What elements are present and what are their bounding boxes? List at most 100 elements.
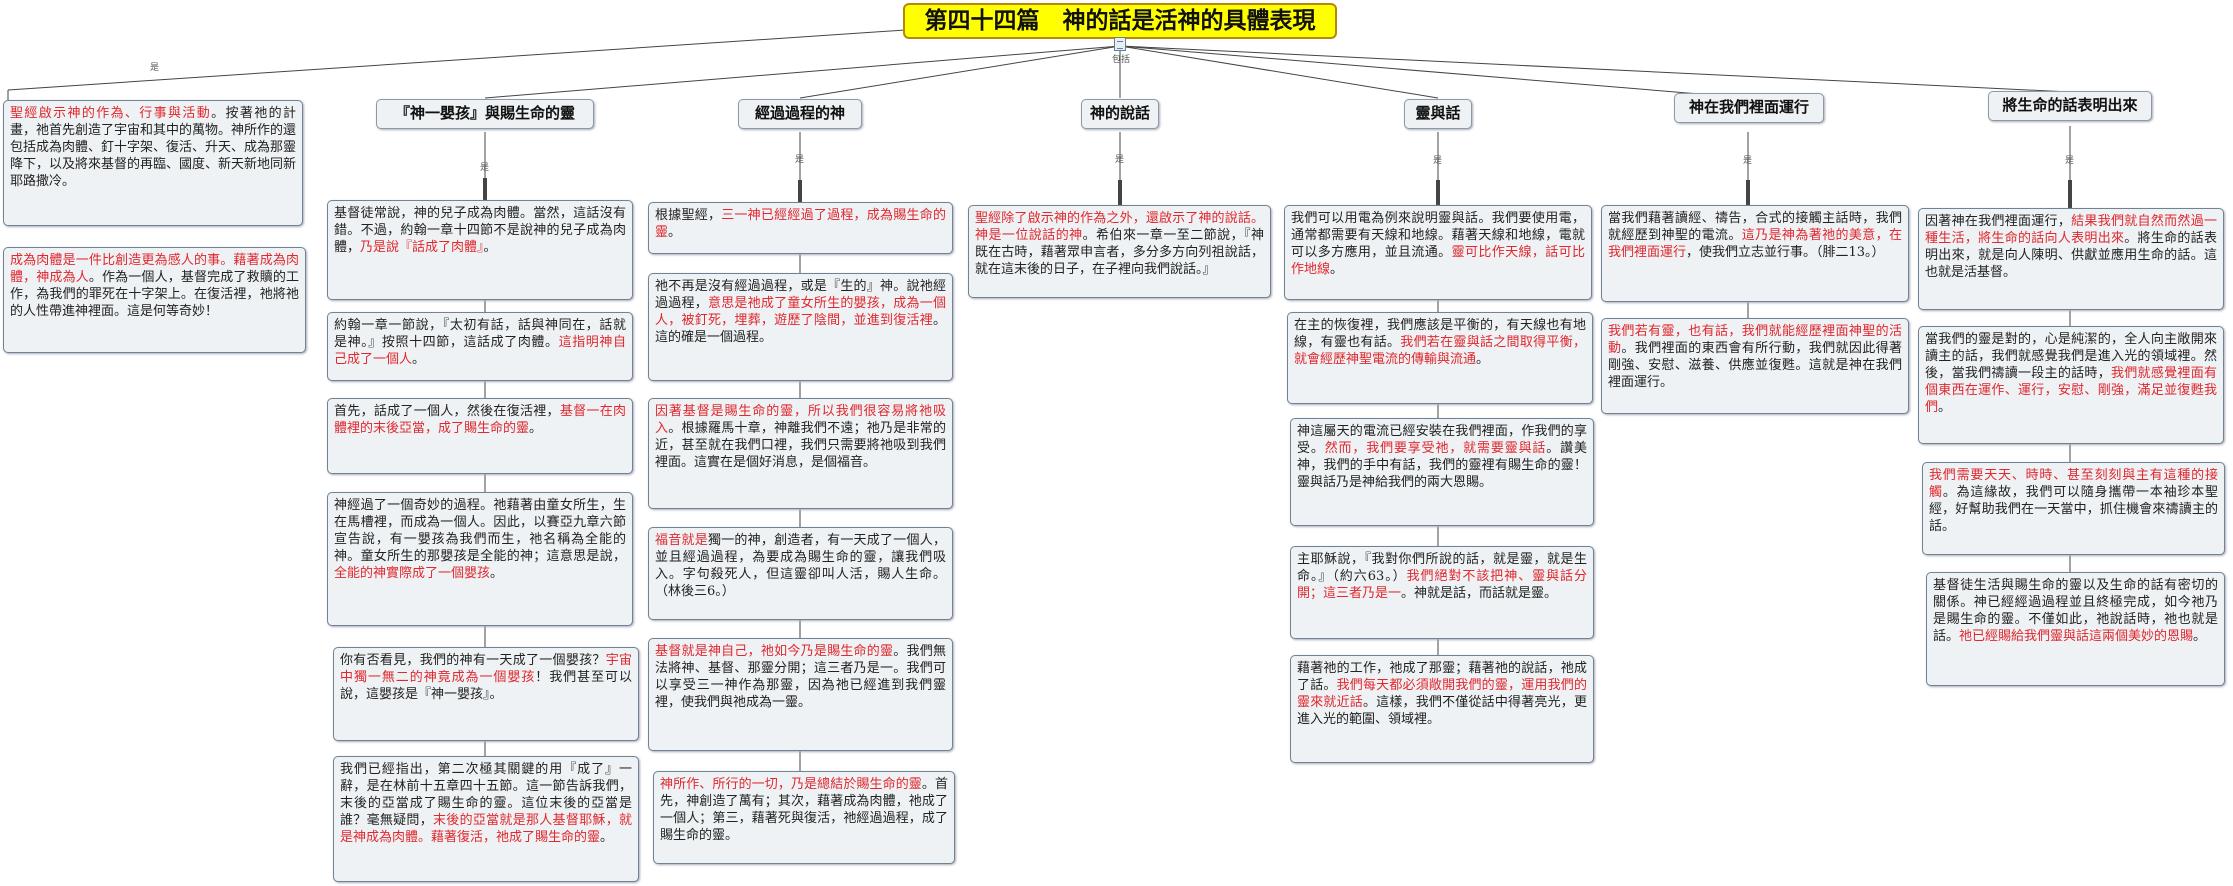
body-text: 。為這緣故，我們可以隨身攜帶一本袖珍本聖經，好幫助我們在一天當中，抓住機會來禱讀… [1929, 485, 2218, 534]
node-b4-heavenly-current: 神這屬天的電流已經安裝在我們裡面，作我們的享受。然而，我們要享受祂，就需要靈與話… [1290, 418, 1594, 526]
node-b1-life-giving-spirit: 首先，話成了一個人，然後在復活裡，基督一在肉體裡的末後亞當，成了賜生命的靈。 [327, 398, 633, 474]
highlight-text: 聖經除了啟示神的作為之外，還啟示了神的說話。神是一位說話的神 [975, 211, 1264, 243]
node-b2-triune-god-processed: 根據聖經，三一神已經經過了過程，成為賜生命的靈。 [648, 202, 953, 254]
body-text: 。 [483, 240, 497, 255]
body-text: 獨一的神，創造者，有一天成了一個人，並且經過過程，為要成為賜生命的靈，讓我們吸入… [655, 533, 946, 599]
highlight-text: 然而，我們要享受祂，就需要靈與話 [1324, 441, 1547, 456]
highlight-text: 三一神已經經過了過程，成為賜生命的靈 [655, 208, 946, 240]
branch-god-operating: 神在我們裡面運行 [1674, 93, 1824, 123]
node-left-acts-of-god: 聖經啟示神的作為、行事與活動。按著祂的計畫，祂首先創造了宇宙和其中的萬物。神所作… [3, 100, 303, 226]
yes-label-b2: 是 [795, 155, 805, 165]
body-text: 我們可以用電為例來說明靈與話。我們要使用電，通常都需要有天線和地線。藉著天線和地… [1291, 211, 1585, 260]
highlight-text: 我們若有靈，也有話，我們就能經歷裡面神聖的活動 [1608, 324, 1902, 356]
body-text: 首先，話成了一個人，然後在復活裡， [334, 404, 560, 419]
document-icon [1114, 37, 1126, 51]
node-b2-gospel: 福音就是獨一的神，創造者，有一天成了一個人，並且經過過程，為要成為賜生命的靈，讓… [648, 527, 953, 620]
diagram-title: 第四十四篇 神的話是活神的具體表現 [903, 3, 1337, 39]
body-text: 在主的恢復裡，我們應該是平衡的，有天線也有地線，有靈也有話。 [1294, 318, 1586, 350]
body-text: 。 [2193, 629, 2207, 644]
body-text: 。 [600, 830, 614, 845]
body-text: 。我們無法將神、基督、那靈分開；這三者乃是一。我們可以享受三一神作為那靈，因為祂… [655, 644, 946, 710]
node-b6-daily-contact: 我們需要天天、時時、甚至刻刻與主有這種的接觸。為這緣故，我們可以隨身攜帶一本袖珍… [1922, 462, 2225, 555]
node-b1-word-became-flesh: 基督徒常說，神的兒子成為肉體。當然，這話沒有錯。不過，約翰一章十四節不是說神的兒… [327, 200, 633, 300]
node-left-incarnation: 成為肉體是一件比創造更為感人的事。藉著成為肉體，神成為人。作為一個人，基督完成了… [3, 247, 306, 353]
node-b4-balance: 在主的恢復裡，我們應該是平衡的，有天線也有地線，有靈也有話。我們若在靈與話之間取… [1287, 312, 1593, 404]
body-text: 。 [668, 225, 682, 240]
body-text: 。這的確是一個過程。 [655, 313, 946, 345]
body-text: 。將生命的話表明出來，就是向人陳明、供獻並應用生命的話。這也就是活基督。 [1925, 231, 2217, 280]
body-text: 。作為一個人，基督完成了救贖的工作，為我們的罪死在十字架上。在復活裡，祂將祂的人… [10, 270, 299, 319]
yes-label-b1: 是 [480, 163, 490, 173]
branch-god-infant: 『神一嬰孩』與賜生命的靈 [376, 99, 594, 129]
highlight-text: 乃是說『話成了肉體』 [360, 240, 484, 255]
node-b6-live-christ: 因著神在我們裡面運行，結果我們就自然而然過一種生活，將生命的話向人表明出來。將生… [1918, 208, 2224, 310]
body-text: 因著神在我們裡面運行， [1925, 214, 2072, 229]
highlight-text: 聖經啟示神的作為、行事與活動 [10, 106, 212, 121]
body-text: 。根據羅馬十章，神離我們不遠；祂乃是非常的近，甚至就在我們口裡，我們只需要將祂吸… [655, 421, 946, 470]
body-text: 。讚美神，我們的手中有話，我們的靈裡有賜生命的靈！靈與話乃是神給我們的兩大恩賜。 [1297, 441, 1587, 490]
body-text: 。 [1476, 352, 1490, 367]
highlight-text: 末後的亞當就是那人基督耶穌，就是神成為肉體。藉著復活，祂成了賜生命的靈 [340, 813, 632, 845]
highlight-text: 我們就感覺裡面有個東西在運作、運行，安慰、剛強，滿足並復甦我們 [1925, 366, 2217, 415]
highlight-text: 祂已經賜給我們靈與話這兩個美妙的恩賜 [1959, 629, 2194, 644]
highlight-text: 基督就是神自己，祂如今乃是賜生命的靈 [655, 644, 894, 659]
branch-spirit-word: 靈與話 [1404, 99, 1472, 129]
body-text: 。神就是話，而話就是靈。 [1401, 586, 1558, 601]
highlight-text: 我們若在靈與話之間取得平衡，就會經歷神聖電流的傳輸與流通 [1294, 335, 1586, 367]
node-b3-speaking-god: 聖經除了啟示神的作為之外，還啟示了神的說話。神是一位說話的神。希伯來一章一至二節… [968, 205, 1271, 298]
body-text: 我們已經指出，第二次極其關鍵的用『成了』一辭，是在林前十五章四十五節。這一節告訴… [340, 762, 632, 828]
body-text: 。 [529, 421, 543, 436]
highlight-text: 我們需要天天、時時、甚至刻刻與主有這種的接觸 [1929, 468, 2218, 500]
body-text: 當我們藉著讀經、禱告，合式的接觸主話時，我們就經歷到神聖的電流。 [1608, 211, 1902, 243]
node-b4-electricity: 我們可以用電為例來說明靈與話。我們要使用電，通常都需要有天線和地線。藉著天線和地… [1284, 205, 1592, 300]
body-text: 。按著祂的計畫，祂首先創造了宇宙和其中的萬物。神所作的還包括成為肉體、釘十字架、… [10, 106, 297, 189]
body-text: 。希伯來一章一至二節說，『神既在古時，藉著眾申言者，多分多方向列祖說話，就在這末… [975, 228, 1264, 277]
node-b1-wonderful-process: 神經過了一個奇妙的過程。祂藉著由童女所生，生在馬槽裡，而成為一個人。因此，以賽亞… [327, 492, 633, 626]
node-b6-enter-light: 當我們的靈是對的，心是純潔的，全人向主敞開來讀主的話，我們就感覺我們是進入光的領… [1918, 326, 2224, 444]
body-text: ，使我們立志並行事。（腓二13。） [1686, 245, 1885, 260]
highlight-text: 靈可比作天線，話可比作地線 [1291, 245, 1585, 277]
yes-label-b4: 是 [1433, 156, 1443, 166]
branch-processed-god: 經過過程的神 [738, 99, 862, 129]
body-text: 。 [490, 566, 504, 581]
highlight-text: 我們絕對不該把神、靈與話分開；這三者乃是一 [1297, 569, 1587, 601]
node-b2-not-raw-god: 祂不再是沒有經過過程，或是『生的』神。說祂經過過程，意思是祂成了童女所生的嬰孩，… [648, 273, 953, 381]
highlight-text: 這乃是神為著祂的美意，在我們裡面運行 [1608, 228, 1902, 260]
body-text: 。 [1330, 262, 1344, 277]
highlight-text: 結果我們就自然而然過一種生活，將生命的話向人表明出來 [1925, 214, 2217, 246]
branch-hold-forth-word: 將生命的話表明出來 [1988, 91, 2152, 121]
node-b2-breathe-in: 因著基督是賜生命的靈，所以我們很容易將祂吸入。根據羅馬十章，神離我們不遠；祂乃是… [648, 398, 953, 509]
highlight-text: 成為肉體是一件比創造更為感人的事。藉著成為肉體，神成為人 [10, 253, 299, 285]
node-b1-in-the-beginning: 約翰一章一節說，『太初有話，話與神同在，話就是神。』按照十四節，這話成了肉體。這… [327, 312, 633, 381]
node-b5-divine-current: 當我們藉著讀經、禱告，合式的接觸主話時，我們就經歷到神聖的電流。這乃是神為著祂的… [1601, 205, 1909, 302]
highlight-text: 神所作、所行的一切，乃是總結於賜生命的靈 [660, 777, 922, 792]
body-text: 神經過了一個奇妙的過程。祂藉著由童女所生，生在馬槽裡，而成為一個人。因此，以賽亞… [334, 498, 626, 564]
body-text: 。這樣，我們不僅從話中得著亮光，更進入光的範圍、領域裡。 [1297, 695, 1587, 727]
body-text: 當我們的靈是對的，心是純潔的，全人向主敞開來讀主的話，我們就感覺我們是進入光的領… [1925, 332, 2217, 381]
body-text: 神這屬天的電流已經安裝在我們裡面，作我們的享受。 [1297, 424, 1587, 456]
yes-label-left: 是 [150, 63, 160, 73]
includes-label: 包括 [1112, 55, 1131, 65]
yes-label-b6: 是 [2065, 156, 2075, 166]
highlight-text: 我們每天都必須敞開我們的靈，運用我們的靈來就近話 [1297, 678, 1587, 710]
node-b2-christ-is-god: 基督就是神自己，祂如今乃是賜生命的靈。我們無法將神、基督、那靈分開；這三者乃是一… [648, 638, 953, 751]
yes-label-b3: 是 [1115, 155, 1125, 165]
yes-label-b5: 是 [1743, 156, 1753, 166]
node-b4-open-spirit: 藉著祂的工作，祂成了那靈；藉著祂的說話，祂成了話。我們每天都必須敞開我們的靈，運… [1290, 655, 1594, 763]
node-b1-god-infant: 你有否看見，我們的神有一天成了一個嬰孩？宇宙中獨一無二的神竟成為一個嬰孩！我們甚… [333, 647, 639, 741]
body-text: 藉著祂的工作，祂成了那靈；藉著祂的說話，祂成了話。 [1297, 661, 1587, 693]
body-text: 約翰一章一節說，『太初有話，話與神同在，話就是神。』按照十四節，這話成了肉體。 [334, 318, 626, 350]
highlight-text: 宇宙中獨一無二的神竟成為一個嬰孩 [340, 653, 632, 685]
highlight-text: 這指明神自己成了一個人 [334, 335, 626, 367]
body-text: 。 [1938, 400, 1952, 415]
highlight-text: 因著基督是賜生命的靈，所以我們很容易將祂吸入 [655, 404, 946, 436]
node-b6-two-gifts: 基督徒生活與賜生命的靈以及生命的話有密切的關係。神已經經過過程並且終極完成，如今… [1926, 572, 2225, 686]
body-text: 。 [412, 352, 426, 367]
body-text: 基督徒生活與賜生命的靈以及生命的話有密切的關係。神已經經過過程並且終極完成，如今… [1933, 578, 2218, 644]
body-text: ！我們甚至可以說，這嬰孩是『神一嬰孩』。 [340, 670, 632, 702]
body-text: 根據聖經， [655, 208, 722, 223]
node-b5-inner-activity: 我們若有靈，也有話，我們就能經歷裡面神聖的活動。我們裡面的東西會有所行動，我們就… [1601, 318, 1909, 414]
highlight-text: 福音就是 [655, 533, 708, 548]
branch-god-speaking: 神的說話 [1081, 99, 1159, 129]
